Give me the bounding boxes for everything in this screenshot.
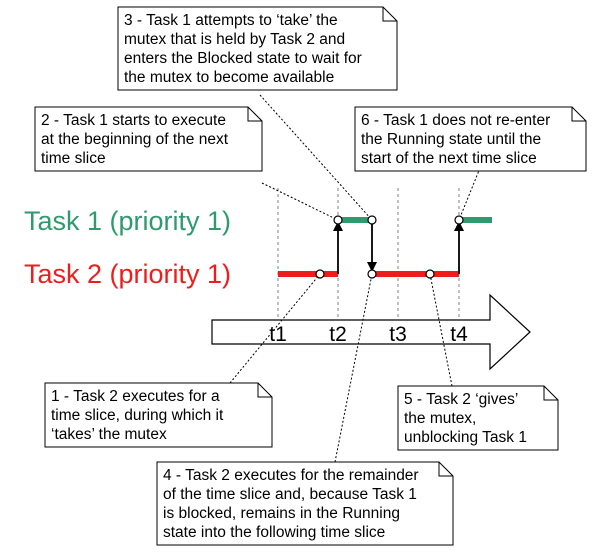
tick-label-t1: t1 [269, 323, 287, 346]
task2-label: Task 2 (priority 1) [24, 259, 231, 289]
callout-box [156, 461, 454, 546]
callout-text-line: the Running state until the [361, 131, 541, 148]
marker-task1-starts [333, 215, 343, 225]
tick-label-t2: t2 [329, 323, 347, 346]
marker-task2-takes-mutex [315, 269, 325, 279]
marker-task2-resumes [367, 269, 377, 279]
callout-box [117, 6, 398, 91]
callout-text-line: enters the Blocked state to wait for [124, 50, 362, 67]
leader-note-2 [261, 182, 339, 221]
callout-text-line: mutex that is held by Task 2 and [124, 31, 345, 48]
callout-text-line: of the time slice and, because Task 1 [163, 486, 417, 503]
callout-box [34, 106, 263, 172]
callout-box [354, 106, 587, 172]
callout-box [397, 385, 559, 451]
callout-text-line: is blocked, remains in the Running [163, 505, 400, 522]
leader-note-5 [429, 273, 453, 387]
task1-label: Task 1 (priority 1) [24, 206, 231, 236]
callout-text-line: ‘takes’ the mutex [51, 426, 167, 443]
callout-notes: 1 - Task 2 executes for a time slice, dur… [34, 6, 587, 546]
callout-text-line: 5 - Task 2 ‘gives’ [404, 391, 518, 408]
callout-note-5: 5 - Task 2 ‘gives’ the mutex, unblocking T… [397, 385, 559, 451]
callout-fold [382, 7, 397, 22]
callout-box [44, 382, 273, 448]
event-markers [315, 215, 464, 279]
leader-note-6 [458, 167, 481, 221]
marker-task2-gives-mutex [425, 269, 435, 279]
leader-note-1 [229, 273, 321, 384]
callout-note-1: 1 - Task 2 executes for a time slice, dur… [44, 382, 273, 448]
marker-task1-reenters [454, 215, 464, 225]
callout-text-line: the mutex to become available [124, 69, 334, 86]
tick-label-t3: t3 [389, 323, 407, 346]
callout-text-line: 3 - Task 1 attempts to ‘take’ the [124, 12, 338, 29]
callout-text-line: time slice, during which it [51, 407, 224, 424]
callout-fold [543, 386, 558, 401]
tick-label-t4: t4 [450, 323, 468, 346]
callout-note-4: 4 - Task 2 executes for the remainder of … [156, 461, 454, 546]
callout-note-3: 3 - Task 1 attempts to ‘take’ the mutex t… [117, 6, 398, 91]
callout-fold [247, 107, 262, 122]
time-arrow [211, 293, 531, 371]
time-slice-guides [277, 188, 460, 318]
callout-note-2: 2 - Task 1 starts to execute at the begin… [34, 106, 263, 172]
callout-text-line: start of the next time slice [361, 150, 537, 167]
callout-fold [438, 462, 453, 477]
callout-leaders [229, 94, 481, 463]
marker-task1-blocks [367, 215, 377, 225]
callout-text-line: state into the following time slice [163, 524, 385, 541]
callout-text-line: 6 - Task 1 does not re-enter [361, 112, 550, 129]
callout-text-line: at the beginning of the next [41, 131, 229, 148]
callout-text-line: time slice [41, 150, 106, 167]
callout-text-line: unblocking Task 1 [404, 429, 527, 446]
callout-fold [571, 107, 586, 122]
leader-note-4 [334, 273, 373, 463]
callout-note-6: 6 - Task 1 does not re-enter the Running … [354, 106, 587, 172]
callout-text-line: 2 - Task 1 starts to execute [41, 112, 226, 129]
callout-fold [257, 383, 272, 398]
callout-text-line: 1 - Task 2 executes for a [51, 388, 220, 405]
callout-text-line: 4 - Task 2 executes for the remainder [163, 467, 419, 484]
callout-text-line: the mutex, [404, 410, 476, 427]
